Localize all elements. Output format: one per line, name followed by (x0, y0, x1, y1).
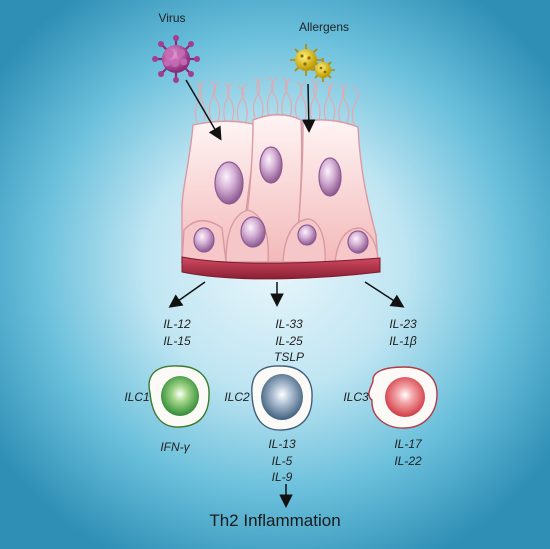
ilc1-input-cytokines: IL-12 IL-15 (147, 316, 207, 349)
cytokine-il13: IL-13 (268, 437, 296, 451)
cytokine-tslp: TSLP (273, 350, 304, 364)
cytokine-il9: IL-9 (271, 470, 293, 484)
cilia (194, 77, 359, 125)
cytokine-il1b: IL-1β (389, 333, 417, 348)
virus-icon (152, 35, 200, 83)
ilc3-input-cytokines: IL-23 IL-1β (373, 316, 433, 349)
cytokine-il33: IL-33 (275, 317, 303, 331)
ilc3-label: ILC3 (343, 390, 369, 404)
ilc1-cell (148, 365, 210, 428)
cytokine-il5: IL-5 (271, 453, 293, 468)
nuclei (193, 146, 369, 254)
virus-label: Virus (158, 11, 186, 25)
ilc3-output-cytokines: IL-17 IL-22 (378, 436, 438, 469)
ilc3-cell (368, 366, 438, 429)
ilc1-label: ILC1 (124, 390, 150, 404)
allergens-label: Allergens (298, 20, 350, 34)
ilc2-label: ILC2 (224, 390, 250, 404)
cytokine-il15: IL-15 (163, 333, 191, 348)
cytokine-il12: IL-12 (163, 317, 191, 331)
cytokine-il25: IL-25 (275, 333, 303, 348)
cytokine-ifng: IFN-γ (160, 440, 190, 454)
arrows (168, 79, 405, 508)
cytokine-il22: IL-22 (394, 453, 422, 468)
cytokine-il23: IL-23 (389, 317, 417, 331)
ilc1-output-cytokines: IFN-γ (140, 439, 210, 456)
th2-inflammation-label: Th2 Inflammation (209, 511, 341, 530)
basement-membrane (181, 256, 381, 280)
ilc2-cell (251, 365, 313, 431)
ilc2-output-cytokines: IL-13 IL-5 IL-9 (252, 436, 312, 486)
allergens-icon (290, 44, 335, 82)
ilc2-input-cytokines: IL-33 IL-25 TSLP (259, 316, 319, 366)
cytokine-il17: IL-17 (394, 437, 422, 451)
